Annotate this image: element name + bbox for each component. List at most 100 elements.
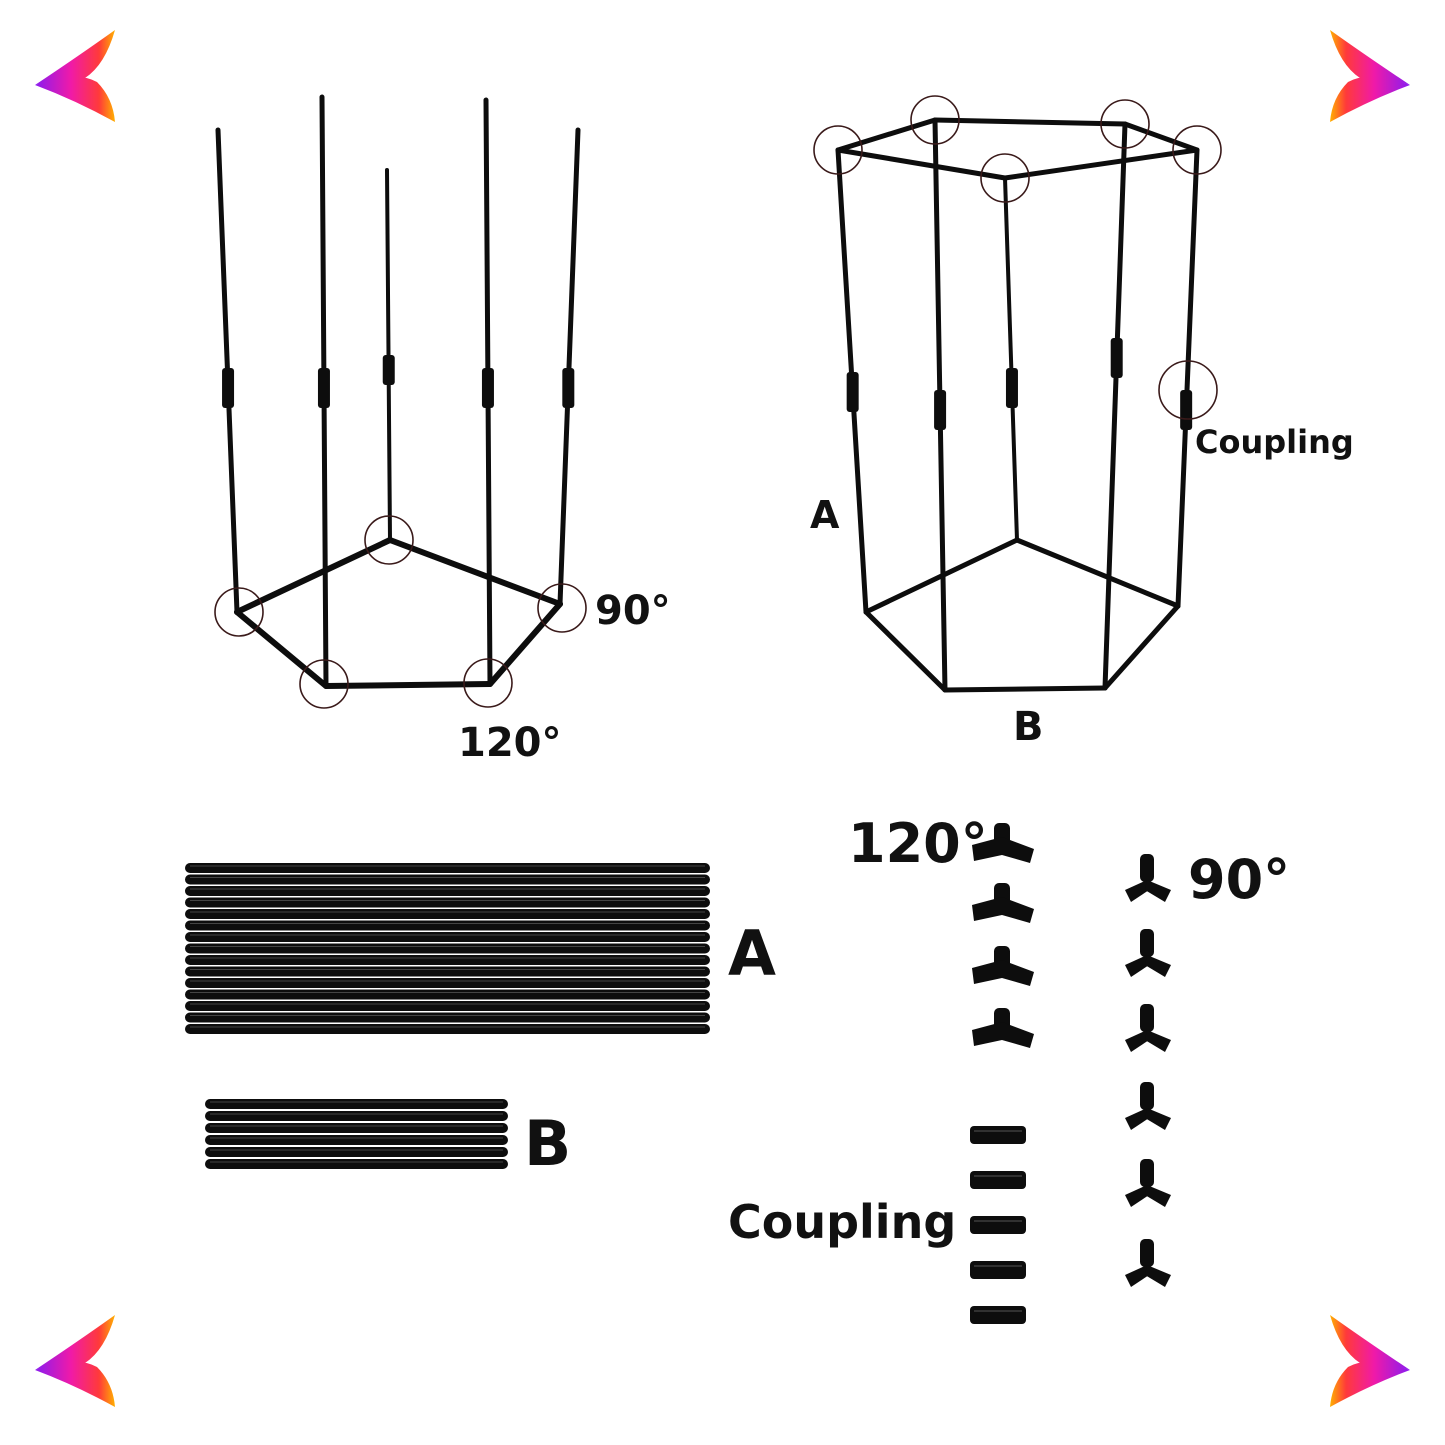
joint-circle — [1172, 125, 1222, 175]
coupling-part — [970, 1126, 1026, 1144]
fitting-90-icon — [1125, 1004, 1171, 1052]
coupling — [222, 368, 235, 408]
vertical-rod — [557, 127, 581, 607]
top-rod — [1122, 121, 1200, 153]
fitting-arm — [1145, 1030, 1171, 1052]
vertical-rod — [1003, 176, 1019, 542]
joint-circle — [299, 659, 349, 709]
vertical-rod — [1102, 121, 1128, 691]
fitting-arm — [1125, 955, 1149, 977]
fitting-arm — [1125, 1030, 1149, 1052]
rod-a — [185, 863, 710, 873]
rod-a — [185, 1001, 710, 1011]
fitting-arm — [1145, 955, 1171, 977]
joint-circle — [813, 125, 863, 175]
base-rod — [487, 601, 563, 687]
fitting-90-icon — [1125, 1239, 1171, 1287]
coupling — [317, 368, 330, 408]
logo-icon — [1330, 30, 1410, 122]
fitting-branch — [1140, 1082, 1154, 1110]
base-rod — [234, 537, 393, 615]
rod-a — [185, 989, 710, 1000]
coupling — [1180, 390, 1193, 430]
label-90-degree: 90° — [595, 588, 671, 634]
coupling-circle — [1158, 360, 1218, 420]
fitting-body — [972, 897, 1034, 923]
base-rod — [323, 681, 493, 689]
coupling — [846, 372, 859, 412]
label-rod-b: B — [1013, 704, 1044, 750]
coupling — [934, 390, 947, 430]
rod-a — [185, 909, 710, 919]
coupling-part — [970, 1306, 1026, 1324]
rod-a — [185, 897, 710, 908]
label-120-degree: 120° — [458, 720, 562, 766]
assembled-frame-closed — [813, 95, 1222, 693]
rod-b — [205, 1111, 508, 1121]
rod-b — [205, 1147, 508, 1157]
rod-a — [185, 966, 710, 977]
fitting-arm — [1145, 1265, 1171, 1287]
fitting-120-icon — [972, 823, 1034, 863]
label-rods-a: A — [728, 917, 776, 990]
coupling-part — [970, 1171, 1026, 1189]
fitting-branch — [1140, 1239, 1154, 1267]
label-couplings: Coupling — [728, 1195, 956, 1249]
top-rod — [835, 117, 938, 153]
coupling-part — [970, 1261, 1026, 1279]
coupling — [382, 355, 395, 385]
joint-circle — [980, 153, 1030, 203]
rod-a — [185, 955, 710, 965]
fitting-120-icon — [972, 1008, 1034, 1048]
vertical-rod — [1175, 147, 1200, 609]
fitting-arm — [1125, 880, 1149, 902]
label-120-fittings: 120° — [848, 812, 988, 875]
fitting-arm — [1145, 1185, 1171, 1207]
rod-a — [185, 932, 710, 942]
rod-b — [205, 1099, 508, 1109]
label-rods-b: B — [524, 1107, 571, 1180]
rod-a — [185, 886, 710, 896]
fitting-arm — [1125, 1265, 1149, 1287]
fitting-arm — [1145, 880, 1171, 902]
fitting-body — [972, 960, 1034, 986]
label-coupling-frame: Coupling — [1195, 423, 1354, 461]
rod-a — [185, 1024, 710, 1034]
fitting-branch — [1140, 1159, 1154, 1187]
fitting-120-icon — [972, 883, 1034, 923]
fitting-branch — [1140, 854, 1154, 882]
base-rod — [942, 685, 1108, 693]
rod-a — [185, 920, 710, 931]
coupling — [1110, 338, 1123, 378]
fitting-90-icon — [1125, 1082, 1171, 1130]
label-rod-a: A — [810, 493, 840, 537]
fitting-90-icon — [1125, 1159, 1171, 1207]
coupling — [562, 368, 575, 408]
label-90-fittings: 90° — [1188, 848, 1290, 911]
rod-a — [185, 943, 710, 954]
parts-layout — [185, 823, 1171, 1324]
fitting-arm — [1125, 1185, 1149, 1207]
base-rod — [1102, 603, 1181, 691]
top-rod — [1002, 147, 1200, 181]
rod-a — [185, 874, 710, 885]
joint-circle — [364, 515, 414, 565]
coupling — [1005, 368, 1018, 408]
rod-b — [205, 1135, 508, 1145]
joint-circle — [214, 587, 264, 637]
base-rod — [863, 609, 948, 693]
rod-a — [185, 1012, 710, 1023]
fitting-90-icon — [1125, 854, 1171, 902]
fitting-120-icon — [972, 946, 1034, 986]
fitting-body — [972, 1022, 1034, 1048]
fitting-branch — [1140, 1004, 1154, 1032]
base-rod — [1014, 537, 1181, 609]
fitting-body — [972, 837, 1034, 863]
corner-logos — [35, 30, 1410, 1407]
rod-a — [185, 978, 710, 988]
fitting-branch — [1140, 929, 1154, 957]
rod-b — [205, 1123, 508, 1133]
coupling — [481, 368, 494, 408]
